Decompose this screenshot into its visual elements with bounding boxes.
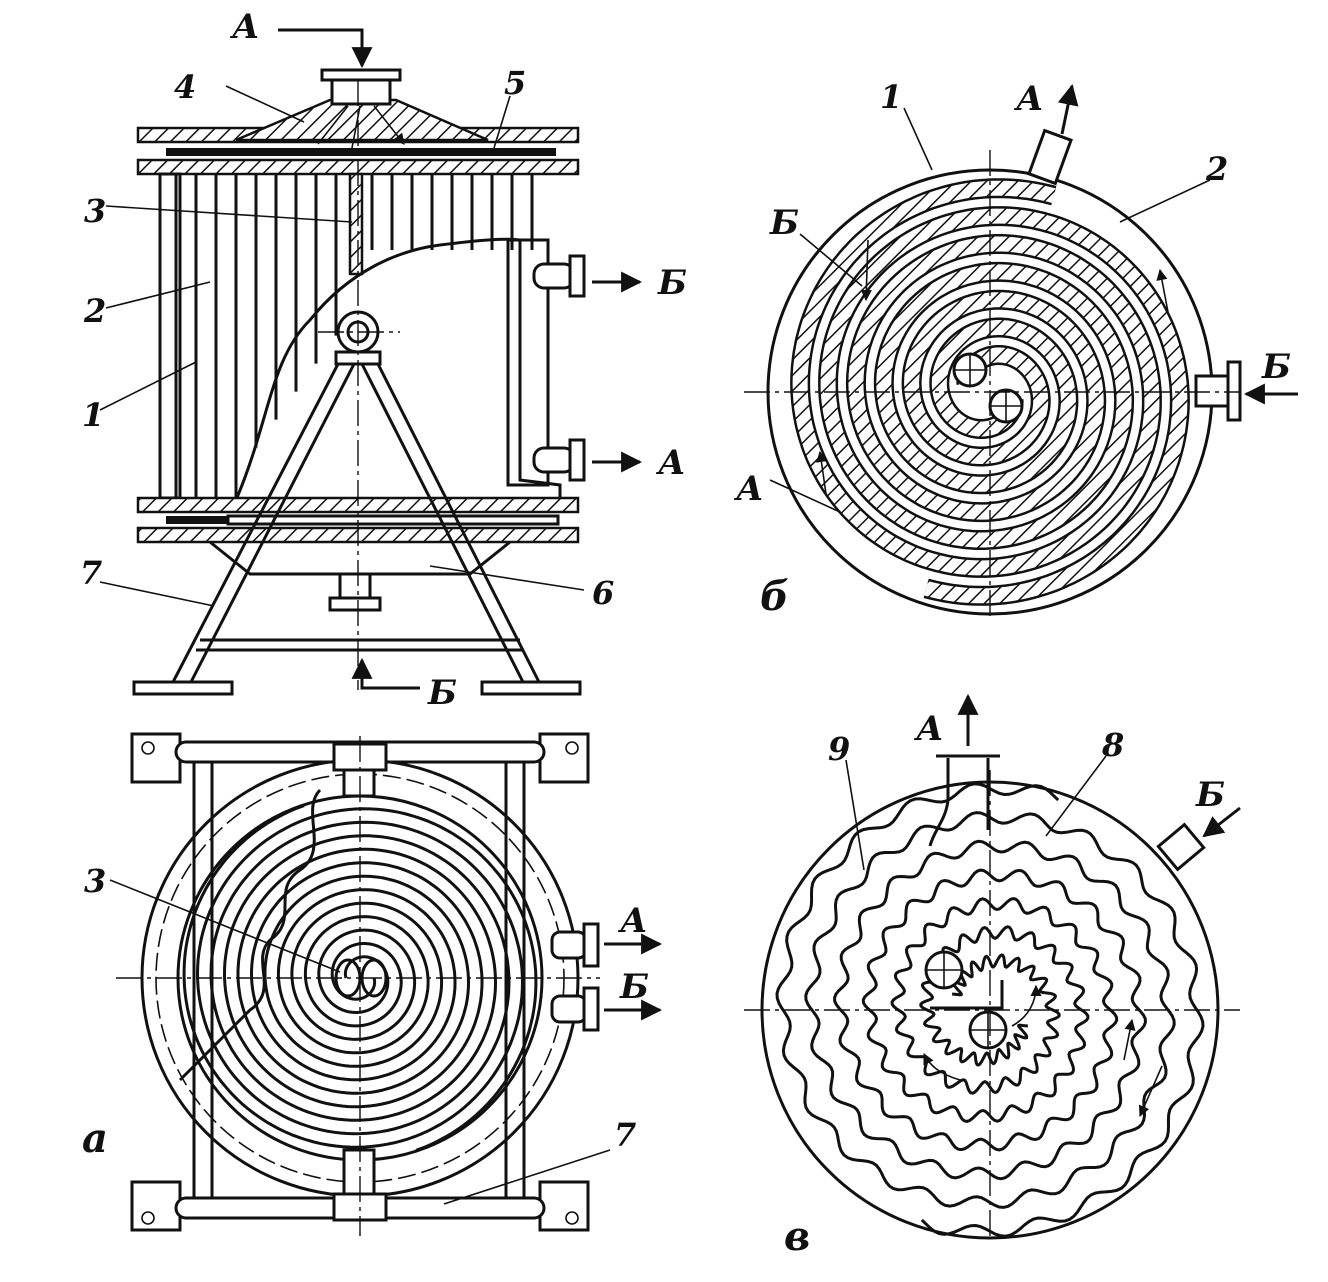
spiral-channel-sheets	[158, 172, 534, 500]
label-9: 9	[828, 730, 850, 768]
label-A-plan: А	[617, 901, 648, 941]
label-B-bottom: Б	[427, 673, 457, 713]
label-8: 8	[1101, 726, 1124, 764]
label-A-b-left: А	[733, 469, 764, 509]
corrugated-sheet	[775, 782, 1176, 1209]
label-2-b: 2	[1205, 150, 1228, 188]
label-B-v: Б	[1195, 775, 1225, 815]
top-cover-4	[235, 98, 489, 142]
plan-cutaway-edge	[178, 788, 322, 1082]
label-1-side: 1	[82, 396, 104, 434]
outlet-nozzle-A	[532, 446, 576, 474]
label-5: 5	[504, 64, 526, 102]
spiral-sheet-1	[195, 807, 538, 1152]
central-partition-3	[348, 172, 364, 276]
cutaway-edge	[233, 237, 562, 502]
section-view-v: А 9 8 Б в	[744, 693, 1241, 1260]
label-A-top: А	[229, 7, 260, 47]
label-B-right: Б	[657, 263, 687, 303]
outlet-flange-A	[568, 438, 586, 482]
bottom-sheet	[226, 514, 560, 526]
label-B-b-left: Б	[769, 203, 799, 243]
label-view-v: в	[784, 1213, 810, 1260]
label-A-right: А	[655, 443, 686, 483]
label-B-plan: Б	[619, 967, 649, 1007]
label-7-plan: 7	[614, 1116, 636, 1154]
bottom-inlet-nozzle	[338, 572, 372, 600]
hatched-spiral-sheets	[790, 178, 1190, 606]
label-A-b: А	[1013, 79, 1044, 119]
inlet-arrow-B	[351, 657, 420, 690]
label-3-side: 3	[84, 192, 106, 230]
label-6: 6	[592, 574, 614, 612]
label-2-side: 2	[83, 292, 106, 330]
bottom-gasket	[166, 516, 228, 524]
inlet-arrow-A	[278, 28, 373, 69]
spiral-sheet-hatch	[792, 180, 1160, 576]
top-inlet-flange	[320, 68, 402, 82]
side-collector	[506, 238, 550, 487]
plan-view: 3 А Б 7 а	[82, 732, 663, 1236]
label-view-a: а	[82, 1115, 108, 1162]
label-3-plan: 3	[84, 862, 106, 900]
label-1-b: 1	[880, 78, 902, 116]
support-frame-7	[132, 363, 582, 696]
outlet-nozzle-B	[532, 262, 576, 290]
outlet-flange-B	[568, 254, 586, 298]
label-4: 4	[174, 68, 196, 106]
spiral-sheet-hatch	[820, 208, 1188, 604]
bottom-inlet-flange	[328, 596, 382, 612]
label-7-side: 7	[80, 554, 102, 592]
plan-spiral-channels	[182, 804, 538, 1152]
spiral-sheet-2	[182, 804, 525, 1149]
label-view-b: б	[760, 573, 789, 620]
top-gasket	[166, 148, 556, 156]
label-A-v: А	[913, 709, 944, 749]
section-view-b: 1 А 2 Б Б А б	[733, 78, 1298, 620]
label-B-b-right: Б	[1261, 347, 1291, 387]
side-elevation-view: А 4 5 3 2 1 Б А 6 7 Б	[80, 7, 687, 713]
